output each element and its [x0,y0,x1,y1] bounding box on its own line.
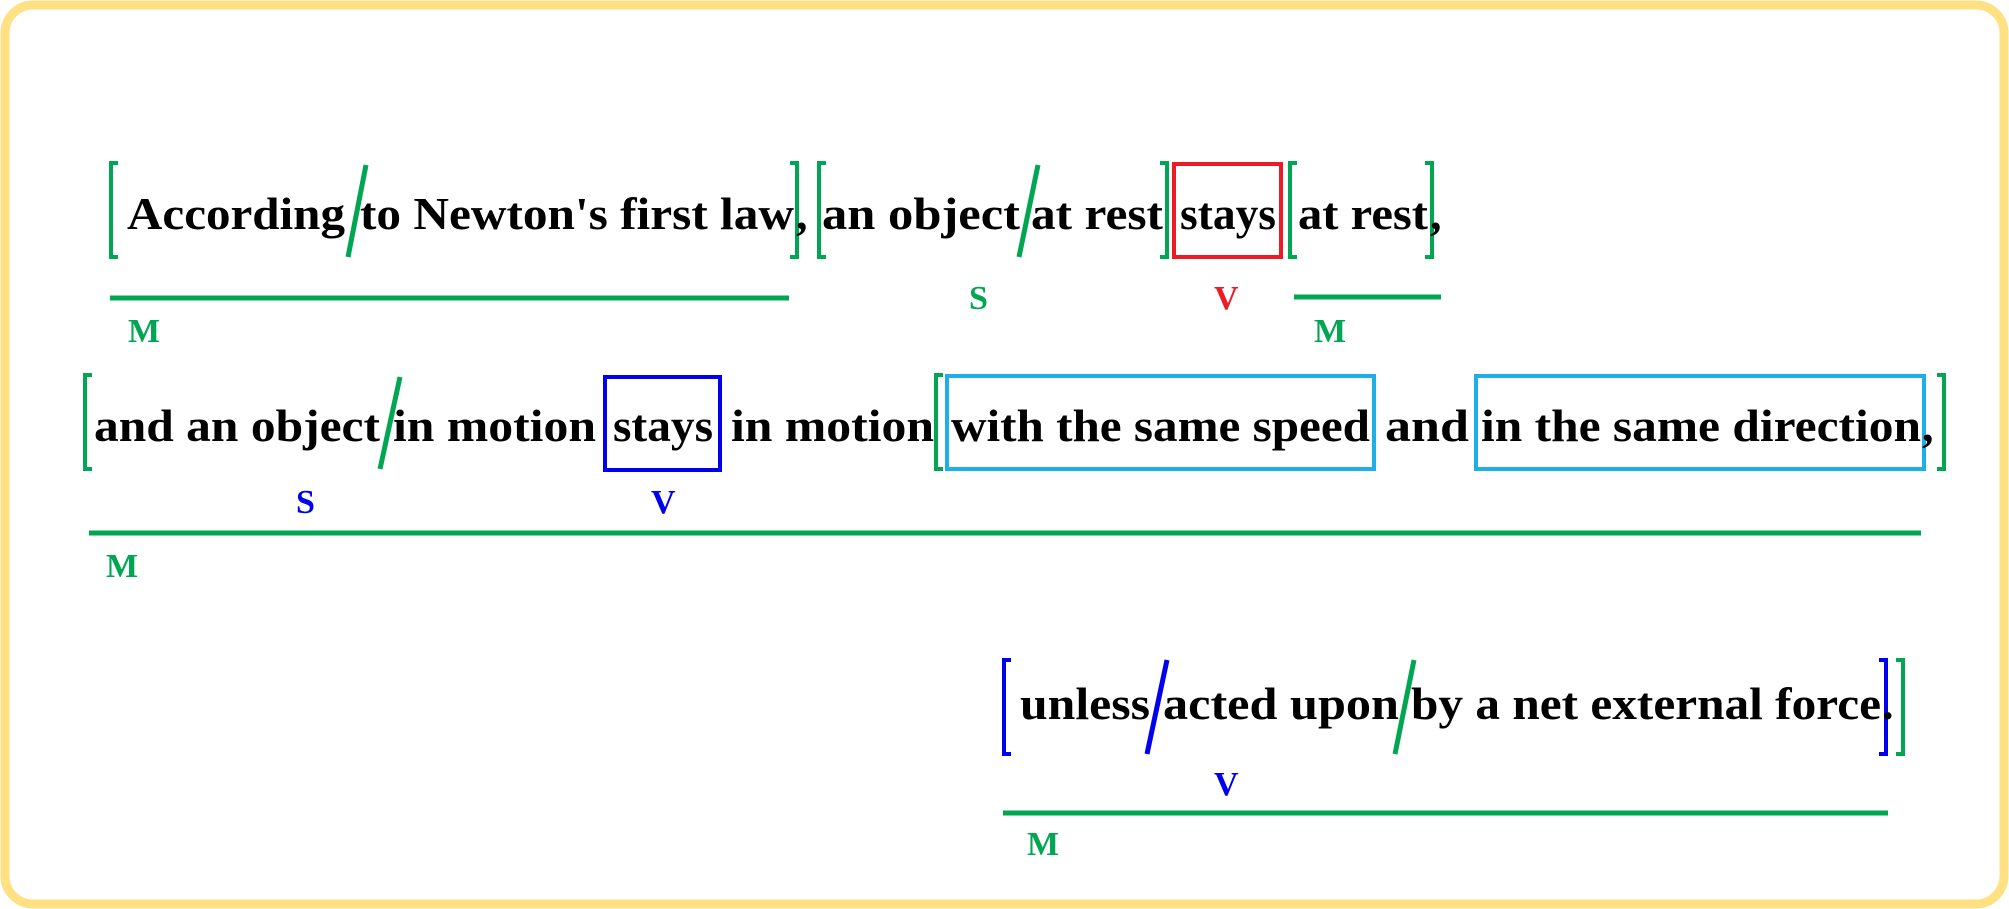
line-2: and an object in motion stays in motion … [83,373,1946,585]
label-v-2: V [651,484,676,521]
bracket-close-clause [1879,658,1888,756]
phrase-an-object: an object [822,188,1021,239]
comma-1: , [796,188,808,239]
bracket-open-modifier-2 [1288,161,1297,259]
slash-separator-5 [1392,659,1417,755]
phrase-at-rest-2: at rest [1298,188,1429,239]
label-m-4: M [1027,826,1059,863]
phrase-in-the-same-direction: in the same direction [1481,400,1921,451]
label-v-1: V [1214,280,1239,317]
word-stays-1: stays [1180,188,1276,239]
phrase-in-motion-1: in motion [393,400,596,451]
phrase-and-an-object: and an object [94,400,381,451]
word-and: and [1385,400,1469,451]
slash-separator-1 [345,164,369,258]
bracket-close-modifier-4 [1937,373,1946,471]
prep-box-same-speed [945,374,1376,471]
label-v-3: V [1214,766,1239,803]
slash-separator-3 [377,376,403,470]
phrase-at-rest-1: at rest [1031,188,1164,239]
phrase-with-the-same-speed: with the same speed [951,400,1370,451]
bracket-close-subject [1160,161,1169,259]
label-m-1: M [128,313,160,350]
word-according: According [127,188,345,239]
line-3: unless acted upon by a net external forc… [1002,658,1905,863]
phrase-in-motion-2: in motion [731,400,934,451]
phrase-to-newtons-first-law: to Newton's first law [360,188,794,239]
label-s-1: S [969,280,988,317]
bracket-close-modifier-5 [1896,658,1905,756]
label-m-2: M [1314,313,1346,350]
bracket-open-modifier-1 [109,161,118,259]
verb-box-1 [1172,162,1283,259]
phrase-acted-upon: acted upon [1163,678,1399,729]
slash-separator-2 [1016,164,1041,258]
bracket-open-modifier-4 [934,373,943,471]
label-m-3: M [106,548,138,585]
prep-box-same-direction [1474,374,1926,471]
bracket-open-clause [1002,658,1011,756]
word-unless: unless [1020,678,1150,729]
bracket-open-subject [817,161,826,259]
word-stays-2: stays [613,400,713,451]
comma-2: , [1430,188,1442,239]
slash-separator-4 [1144,659,1170,755]
bracket-close-modifier-1 [790,161,799,259]
verb-box-2 [603,375,722,472]
label-s-2: S [296,484,315,521]
phrase-by-a-net-external-force: by a net external force [1411,678,1881,729]
bracket-close-modifier-2 [1425,161,1434,259]
line-1: According to Newton's first law , an obj… [109,161,1442,350]
comma-3: , [1922,400,1934,451]
bracket-open-modifier-3 [83,373,92,471]
period: . [1882,678,1894,729]
